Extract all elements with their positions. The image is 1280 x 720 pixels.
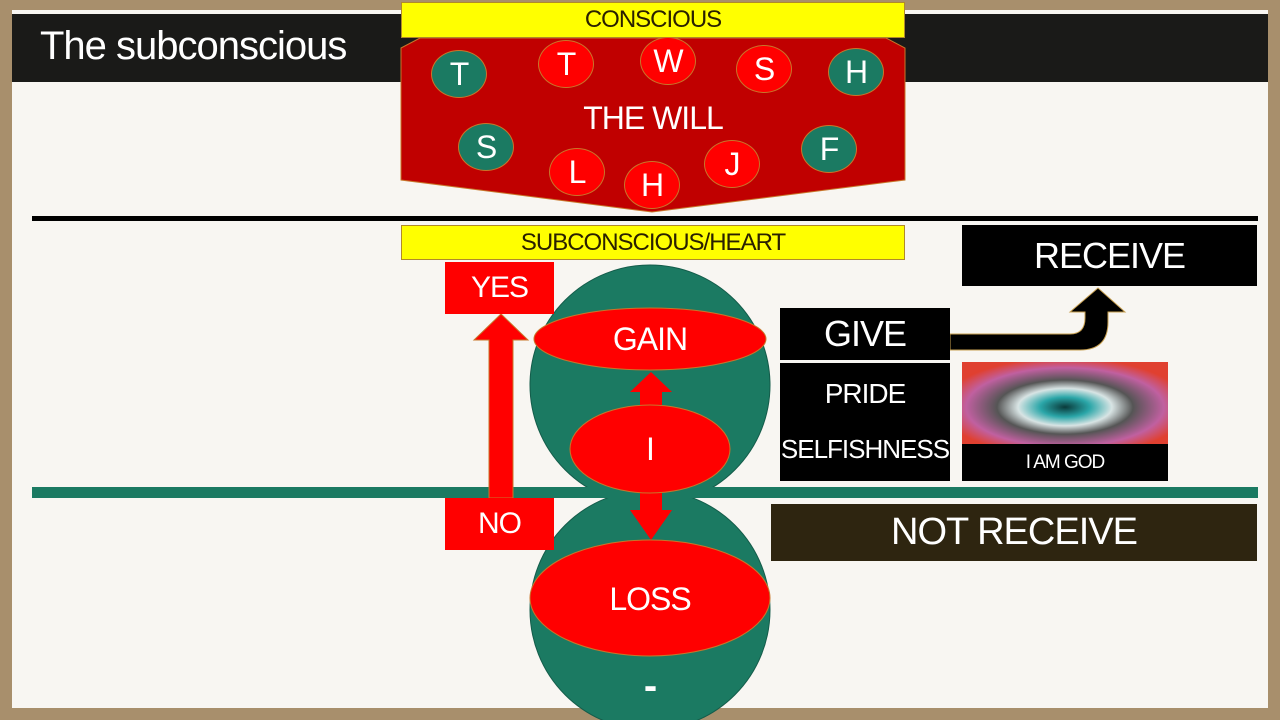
- will-circle: S: [458, 123, 514, 171]
- selfishness-label: SELFISHNESS: [780, 433, 950, 464]
- i-label: I: [646, 430, 655, 467]
- receive-box: RECEIVE: [962, 225, 1257, 286]
- conscious-divider: [32, 216, 1258, 221]
- eye-image: [962, 362, 1168, 444]
- gain-ellipse: [533, 307, 767, 371]
- yes-box: YES: [445, 262, 554, 314]
- will-circle: F: [801, 125, 857, 173]
- will-circle: H: [624, 161, 680, 209]
- will-circle: S: [736, 45, 792, 93]
- will-circle: H: [828, 48, 884, 96]
- will-circle: L: [549, 148, 605, 196]
- will-circle: T: [431, 50, 487, 98]
- gain-label: GAIN: [612, 320, 688, 357]
- subconscious-label: SUBCONSCIOUS/HEART: [401, 225, 905, 260]
- loss-label: LOSS: [609, 580, 691, 617]
- will-circle: T: [538, 40, 594, 88]
- traits-box: [780, 363, 950, 481]
- not-receive-box: NOT RECEIVE: [771, 504, 1257, 561]
- up-arrow: [630, 372, 672, 405]
- will-label: THE WILL: [583, 99, 724, 136]
- down-arrow: [630, 490, 672, 540]
- i-am-god-label: I AM GOD: [962, 444, 1168, 481]
- will-circle: W: [640, 37, 696, 85]
- i-ellipse: [569, 404, 731, 494]
- give-receive-arrow: [949, 287, 1127, 351]
- loss-ellipse: [529, 539, 771, 657]
- no-box: NO: [445, 498, 554, 550]
- will-circle: J: [704, 140, 760, 188]
- pride-label: PRIDE: [824, 378, 907, 409]
- yes-arrow: [472, 313, 530, 499]
- conscious-label: CONSCIOUS: [401, 2, 905, 38]
- give-box: GIVE: [780, 308, 950, 360]
- minus-label: -: [643, 663, 657, 708]
- slide-title: The subconscious: [40, 24, 347, 68]
